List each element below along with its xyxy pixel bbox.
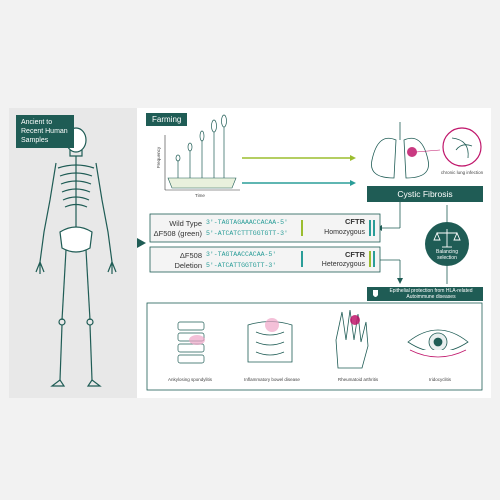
wild-seq-bottom: 5'-ATCATCTTTGGTGTT-3' xyxy=(206,230,288,237)
del-dF508-label: ΔF508 xyxy=(179,251,202,260)
intestine-icon xyxy=(247,318,293,363)
heterozygous-label: Heterozygous xyxy=(321,261,365,268)
homozygous-label: Homozygous xyxy=(324,229,365,236)
scale-icon xyxy=(433,229,461,248)
chronic-lung-label: chronic lung infection xyxy=(440,170,484,175)
lungs-icon xyxy=(371,122,429,179)
epithelial-label: Epithelial protection from HLA-related A… xyxy=(389,288,473,300)
cystic-fibrosis-label: Cystic Fibrosis xyxy=(397,189,453,199)
time-axis-label: Time xyxy=(195,193,205,198)
deletion-label: Deletion xyxy=(174,261,202,270)
wild-type-label: Wild Type xyxy=(169,219,202,228)
pointer-arrow-icon xyxy=(137,238,146,248)
farming-label: Farming xyxy=(146,113,188,126)
spine-icon xyxy=(177,321,205,364)
lung-zoom-circle xyxy=(442,127,482,167)
frequency-axis-label: Frequency xyxy=(156,146,162,169)
skeleton-icon xyxy=(35,127,117,387)
shield-icon xyxy=(373,290,378,297)
disease-label-0: Ankylosing spondylitis xyxy=(167,377,213,382)
wild-dF508-label: ΔF508 (green) xyxy=(153,229,202,238)
ancient-samples-label: Ancient to Recent Human Samples xyxy=(16,115,74,148)
wheat-icon xyxy=(175,114,227,178)
eye-icon xyxy=(407,329,469,358)
balancing-selection-label: Balancing selection xyxy=(436,249,458,261)
disease-label-1: Inflammatory bowel disease xyxy=(244,377,300,382)
disease-label-2: Rheumatoid arthritis xyxy=(337,377,379,382)
hom-cftr-label: CFTR xyxy=(345,217,365,226)
hand-icon xyxy=(335,309,369,369)
farming-plot xyxy=(164,114,356,191)
del-seq-top: 3'-TAGTAACCACAA-5' xyxy=(206,251,277,258)
het-cftr-label: CFTR xyxy=(345,250,365,259)
del-seq-bottom: 5'-ATCATTGGTGTT-3' xyxy=(206,262,277,269)
wild-seq-top: 3'-TAGTAGAAACCACAA-5' xyxy=(206,219,288,226)
disease-label-3: Iridocyclitis xyxy=(428,377,451,382)
